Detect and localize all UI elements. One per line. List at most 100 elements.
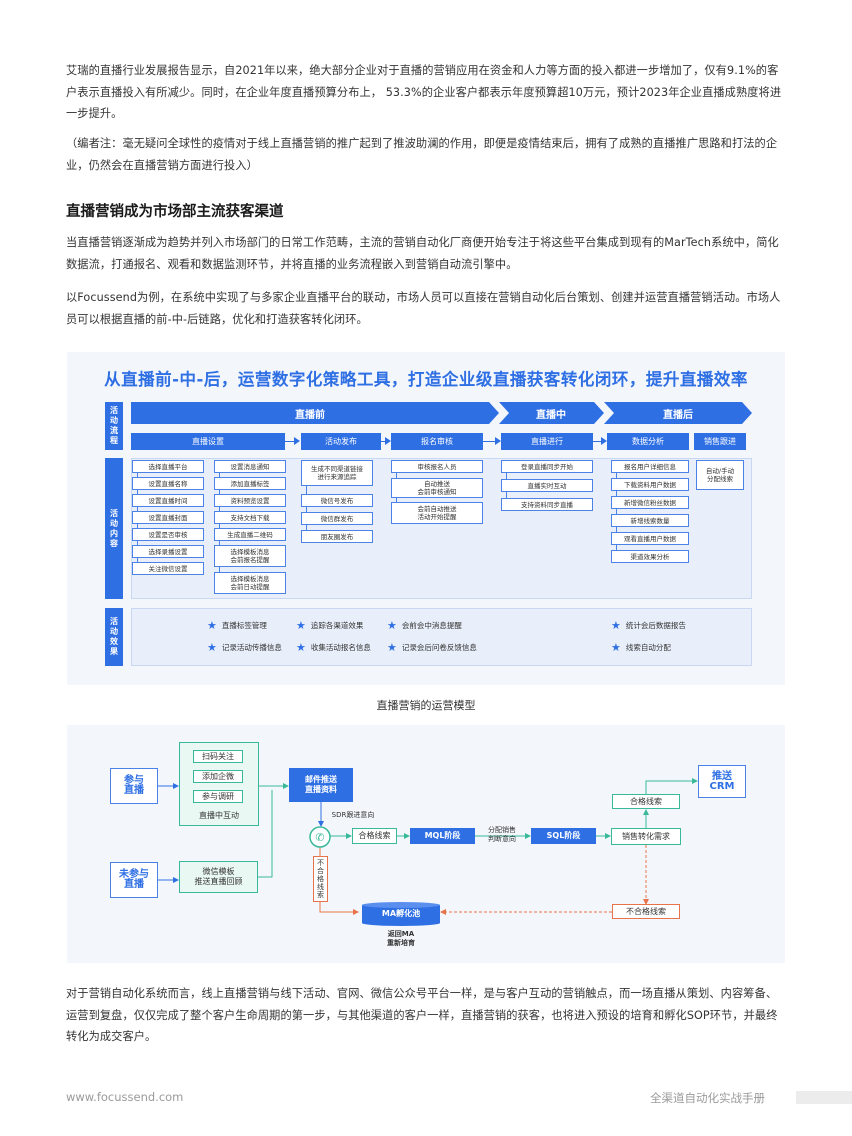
star-icon: ★ (387, 619, 397, 632)
live-interaction-label: 直播中互动 (199, 811, 239, 820)
effect-item: ★ 会前会中消息提醒 (387, 619, 462, 632)
setup-item: 选择录播设置 (132, 545, 204, 558)
mql-node: MQL阶段 (410, 828, 475, 844)
effect-label: 收集活动报名信息 (310, 643, 371, 652)
review-item: 会前自动推送 活动开始提醒 (391, 502, 483, 524)
live-item: 登录直播同步开始 (501, 460, 593, 473)
effect-label: 线索自动分配 (625, 643, 671, 652)
star-icon: ★ (207, 641, 217, 654)
effect-label: 记录会后问卷反馈信息 (401, 643, 477, 652)
effect-label: 记录活动传播信息 (221, 643, 282, 652)
ma-pool-top (362, 902, 440, 908)
effect-item: ★ 记录活动传播信息 (207, 641, 282, 654)
phase-after: 直播后 (663, 409, 693, 421)
qualified-lead-node: 合格线索 (352, 828, 397, 844)
effect-item: ★ 追踪各渠道效果 (296, 619, 363, 632)
stage-publish: 活动发布 (301, 433, 381, 450)
footer-title: 全渠道自动化实战手册 (650, 1091, 765, 1105)
connector (645, 778, 698, 794)
star-icon: ★ (296, 619, 306, 632)
setup-item: 设置直播封面 (132, 511, 204, 524)
setup-item: 支持文档下载 (214, 511, 286, 524)
stage-live: 直播进行 (501, 433, 593, 450)
arrow-icon (294, 437, 300, 445)
effect-item: ★ 直播标签管理 (207, 619, 267, 632)
effect-label: 直播标签管理 (221, 621, 267, 630)
review-item: 自动推送 会前审核通知 (391, 478, 483, 498)
wechat-template-node: 微信模板 推送直播回顾 (179, 861, 258, 893)
setup-item: 选择模板消息 会前报名提醒 (214, 545, 286, 567)
paragraph-2: （编者注：毫无疑问全球性的疫情对于线上直播营销的推广起到了推波助澜的作用，即便是… (66, 137, 778, 172)
effect-label: 会前会中消息提醒 (401, 621, 462, 630)
scan-follow-node: 扫码关注 (193, 750, 243, 763)
setup-item: 设置是否审核 (132, 528, 204, 541)
effect-item: ★ 收集活动报名信息 (296, 641, 371, 654)
setup-item: 关注微信设置 (132, 562, 204, 575)
connector (319, 902, 359, 915)
stage-review: 报名审核 (391, 433, 483, 450)
sales-demand-node: 销售转化需求 (611, 828, 681, 845)
live-item: 直播实时互动 (501, 479, 593, 492)
paragraph-3: 当直播营销逐渐成为趋势并列入市场部门的日常工作范畴，主流的营销自动化厂商便开始专… (66, 236, 779, 271)
sidebar-content-label: 活动内容 (110, 508, 118, 548)
analysis-item: 下载资料用户数据 (611, 478, 689, 491)
arrow-icon (495, 437, 501, 445)
paragraph-1: 艾瑞的直播行业发展报告显示，自2021年以来，绝大部分企业对于直播的营销应用在资… (66, 64, 782, 120)
stage-connector (381, 441, 385, 442)
phase-before-shape (131, 402, 499, 424)
qualified-lead-node-2: 合格线索 (612, 794, 680, 809)
push-crm-node: 推送 CRM (698, 765, 746, 798)
page-number-bar (796, 1091, 852, 1104)
stage-connector (285, 441, 295, 442)
stage-setup: 直播设置 (131, 433, 285, 450)
figure-title: 从直播前-中-后，运营数字化策略工具，打造企业级直播获客转化闭环，提升直播效率 (104, 370, 748, 389)
add-wecom-node: 添加企微 (193, 770, 243, 783)
star-icon: ★ (207, 619, 217, 632)
setup-item: 生成直播二维码 (214, 528, 286, 541)
setup-item: 资料预览设置 (214, 494, 286, 507)
effect-label: 追踪各渠道效果 (310, 621, 364, 630)
unqualified-lead-vertical: 不合格线索 (313, 856, 328, 902)
setup-item: 添加直播标签 (214, 477, 286, 490)
phase-before: 直播前 (295, 409, 325, 421)
sidebar-content: 活动内容 (105, 458, 123, 599)
return-ma-label: 返回MA 重新培育 (387, 930, 415, 947)
join-survey-node: 参与调研 (193, 790, 243, 803)
star-icon: ★ (611, 619, 621, 632)
analysis-item: 渠道效果分析 (611, 550, 689, 563)
setup-item: 选择直播平台 (132, 460, 204, 473)
sql-node: SQL阶段 (531, 828, 596, 844)
paragraph-4: 以Focussend为例，在系统中实现了与多家企业直播平台的联动，市场人员可以直… (66, 291, 781, 326)
phase-during-shape (499, 402, 604, 424)
phase-during: 直播中 (536, 409, 566, 421)
phone-icon (309, 826, 331, 848)
setup-item: 设置消息通知 (214, 460, 286, 473)
stage-connector (483, 441, 495, 442)
sidebar-effect: 活动效果 (105, 608, 123, 666)
publish-item: 微信号发布 (301, 494, 373, 507)
analysis-item: 报名用户详细信息 (611, 460, 689, 473)
analysis-item: 观看直播用户数据 (611, 532, 689, 545)
section-heading: 直播营销成为市场部主流获客渠道 (66, 204, 284, 220)
stage-connector (593, 441, 601, 442)
figure-caption: 直播营销的运营模型 (376, 699, 476, 712)
setup-item: 选择模板消息 会前日动提醒 (214, 572, 286, 594)
stage-followup: 销售跟进 (694, 433, 746, 450)
paragraph-5: 对于营销自动化系统而言，线上直播营销与线下活动、官网、微信公众号平台一样，是与客… (66, 987, 778, 1043)
column-line (219, 466, 220, 586)
publish-item: 朋友圈发布 (301, 530, 373, 543)
phone-glyph: ✆ (315, 831, 324, 844)
join-live-node: 参与 直播 (110, 768, 158, 804)
mail-push-node: 邮件推送 直播资料 (289, 768, 353, 802)
effect-item: ★统计会后数据报告 (611, 619, 686, 632)
arrow-icon (385, 437, 391, 445)
not-join-live-node: 未参与 直播 (110, 862, 158, 898)
star-icon: ★ (296, 641, 306, 654)
review-item: 审核报名人员 (391, 460, 483, 473)
connector (258, 790, 273, 878)
ma-pool-bottom (362, 920, 440, 926)
setup-item: 设置直播名称 (132, 477, 204, 490)
ma-pool-cylinder (362, 905, 440, 923)
analysis-item: 新增微信粉丝数据 (611, 496, 689, 509)
